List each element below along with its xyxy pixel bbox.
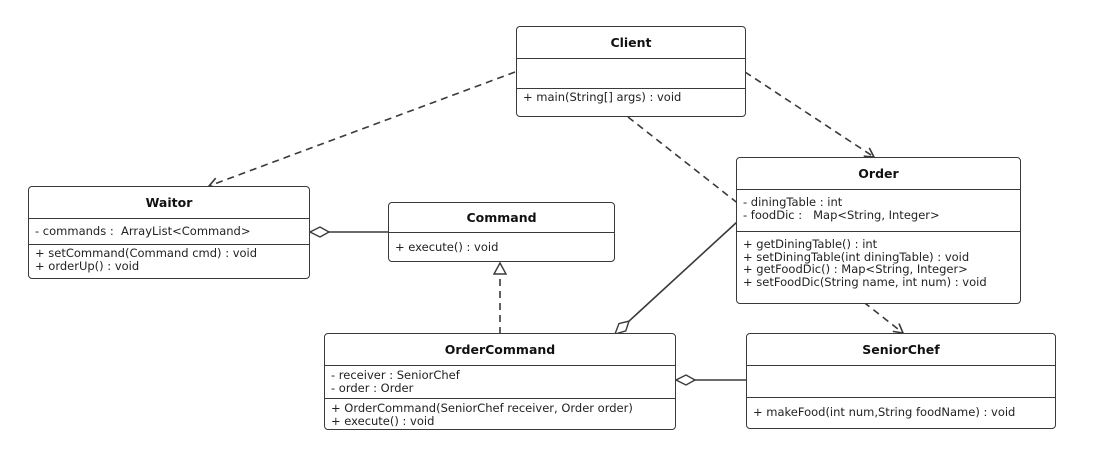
method: + setCommand(Command cmd) : void [35, 246, 258, 260]
attribute: - commands : ArrayList<Command> [35, 224, 251, 238]
class-ordercommand[interactable]: OrderCommand - receiver : SeniorChef - o… [324, 333, 676, 430]
method: + makeFood(int num,String foodName) : vo… [753, 405, 1016, 419]
class-order[interactable]: Order - diningTable : int - foodDic : Ma… [736, 157, 1021, 304]
method: + execute() : void [331, 413, 435, 428]
attributes-section: - commands : ArrayList<Command> [29, 219, 309, 245]
method: + main(String[] args) : void [523, 90, 682, 104]
dependency-client-order [744, 71, 876, 158]
attribute: - foodDic : Map<String, Integer> [743, 207, 940, 222]
class-client[interactable]: Client + main(String[] args) : void [516, 26, 746, 117]
methods-section: + execute() : void [389, 233, 614, 261]
attributes-section: - receiver : SeniorChef - order : Order [325, 366, 675, 399]
class-name: Order [737, 158, 1020, 190]
attribute: - order : Order [331, 380, 414, 395]
class-name: SeniorChef [747, 334, 1055, 366]
attributes-section: - diningTable : int - foodDic : Map<Stri… [737, 190, 1020, 232]
method: + setFoodDic(String name, int num) : voi… [743, 274, 987, 289]
aggregation-ordercommand-order [615, 221, 738, 334]
methods-section: + main(String[] args) : void [517, 89, 745, 116]
method: + getFoodDic() : Map<String, Integer> [743, 262, 968, 276]
method: + execute() : void [395, 240, 499, 254]
methods-section: + OrderCommand(SeniorChef receiver, Orde… [325, 399, 675, 429]
class-seniorchef[interactable]: SeniorChef + makeFood(int num,String foo… [746, 333, 1056, 429]
class-name: OrderCommand [325, 334, 675, 366]
class-command[interactable]: Command + execute() : void [388, 202, 615, 262]
class-name: Waitor [29, 187, 309, 219]
attribute: - diningTable : int [743, 195, 843, 209]
class-name: Command [389, 203, 614, 233]
methods-section: + getDiningTable() : int + setDiningTabl… [737, 232, 1020, 303]
methods-section: + setCommand(Command cmd) : void + order… [29, 245, 309, 278]
method: + orderUp() : void [35, 258, 140, 273]
dependency-client-waitor [207, 71, 516, 189]
attribute: - receiver : SeniorChef [331, 368, 460, 382]
method: + setDiningTable(int diningTable) : void [743, 249, 970, 264]
method: + OrderCommand(SeniorChef receiver, Orde… [331, 401, 633, 415]
class-waitor[interactable]: Waitor - commands : ArrayList<Command> +… [28, 186, 310, 279]
methods-section: + makeFood(int num,String foodName) : vo… [747, 398, 1055, 428]
attributes-section [747, 366, 1055, 398]
attributes-section [517, 59, 745, 89]
method: + getDiningTable() : int [743, 237, 878, 251]
class-name: Client [517, 27, 745, 59]
